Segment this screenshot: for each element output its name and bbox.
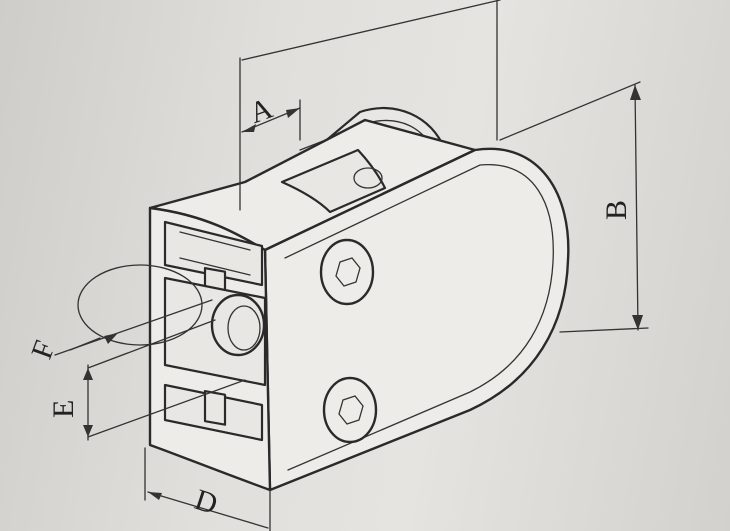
dimension-b [496,0,649,333]
front-face [263,147,570,492]
label-a: A [245,92,277,131]
lower-rubber-pad [203,390,227,426]
label-d: D [191,483,222,521]
slot-screw [353,167,383,189]
hex-socket-screw-icon [319,238,375,306]
front-face-edge [284,164,554,471]
label-f: F [25,336,62,363]
hex-socket-screw-icon [322,376,378,444]
top-slot [280,148,387,214]
dimension-f [54,264,213,356]
middle-slot [163,276,267,387]
dimension-a [239,0,501,211]
label-b: B [600,200,633,220]
dimension-d [144,447,271,531]
label-e: E [47,400,80,418]
pipe-bore [210,293,266,357]
upper-slot [163,220,264,287]
